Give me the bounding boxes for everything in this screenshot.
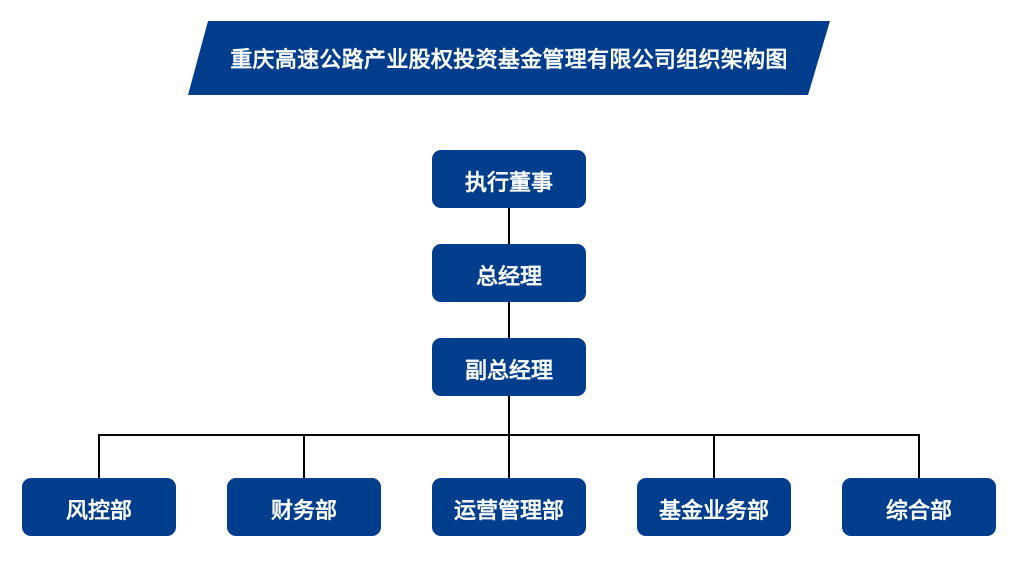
org-node-label: 风控部: [65, 497, 132, 523]
org-node-fund-business: 基金业务部: [637, 478, 791, 536]
org-node-label: 副总经理: [464, 357, 553, 383]
org-node-operations-management: 运营管理部: [432, 478, 586, 536]
org-node-label: 总经理: [475, 263, 542, 289]
org-node-general-affairs: 综合部: [842, 478, 996, 536]
connector-drop-finance: [303, 434, 305, 478]
org-node-finance: 财务部: [227, 478, 381, 536]
page-title: 重庆高速公路产业股权投资基金管理有限公司组织架构图: [230, 47, 788, 72]
org-node-label: 综合部: [885, 497, 952, 523]
title-banner: 重庆高速公路产业股权投资基金管理有限公司组织架构图: [188, 21, 830, 95]
connector-gm-to-deputy: [508, 302, 510, 338]
connector-drop-fund-business: [713, 434, 715, 478]
org-node-label: 运营管理部: [453, 497, 564, 523]
connector-drop-operations: [508, 434, 510, 478]
connector-drop-general-affairs: [918, 434, 920, 478]
org-node-label: 基金业务部: [658, 497, 769, 523]
org-node-executive-director: 执行董事: [432, 150, 586, 208]
connector-executive-to-gm: [508, 208, 510, 244]
org-node-deputy-general-manager: 副总经理: [432, 338, 586, 396]
org-node-label: 财务部: [270, 497, 337, 523]
connector-deputy-to-bus: [508, 396, 510, 436]
org-node-risk-control: 风控部: [22, 478, 176, 536]
connector-drop-risk-control: [98, 434, 100, 478]
org-node-general-manager: 总经理: [432, 244, 586, 302]
org-node-label: 执行董事: [464, 169, 553, 195]
